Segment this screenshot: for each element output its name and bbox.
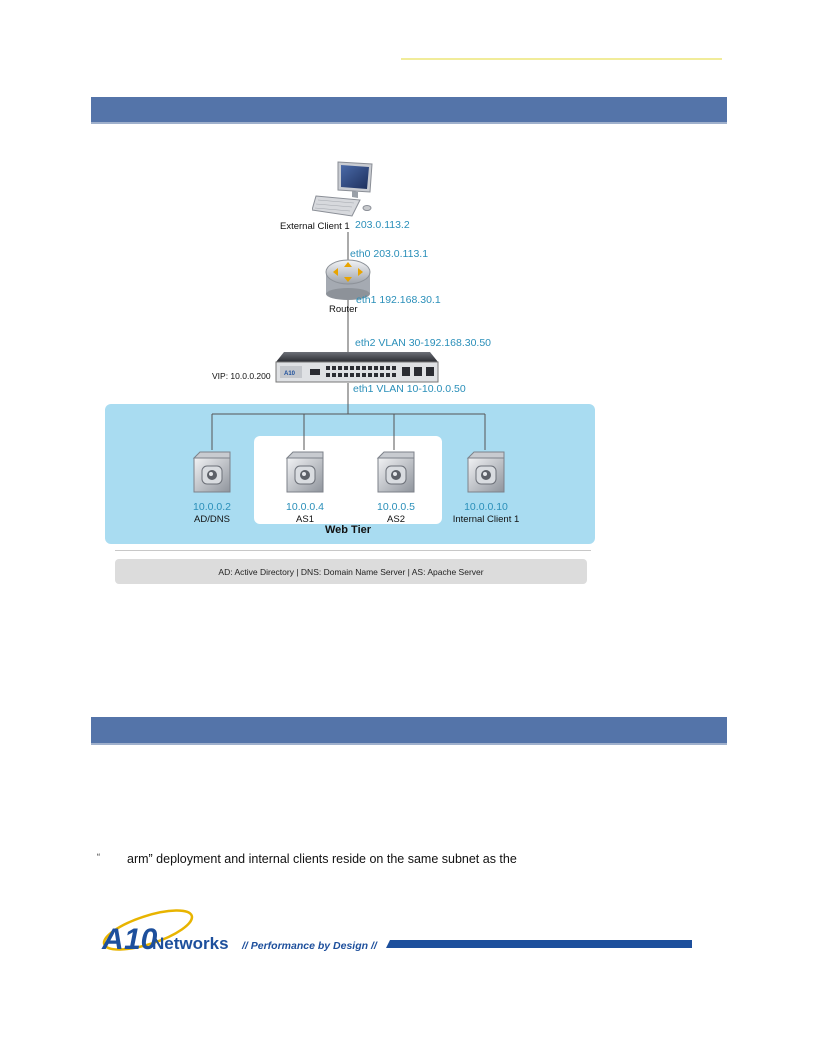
server-ip: 10.0.0.2 xyxy=(193,501,231,513)
server-as1: 10.0.0.4 AS1 xyxy=(255,450,355,525)
router-eth1-label: eth1 192.168.30.1 xyxy=(356,294,441,306)
logo-networks: Networks xyxy=(152,934,229,953)
header-rule xyxy=(401,58,722,60)
server-ad-dns: 10.0.0.2 AD/DNS xyxy=(162,450,262,525)
server-icon xyxy=(376,451,415,493)
network-diagram: External Client 1 203.0.113.2 eth0 203.0… xyxy=(105,161,595,584)
diagram-redraw-lines xyxy=(211,404,486,450)
server-ip: 10.0.0.4 xyxy=(286,501,324,513)
adc-appliance-icon: A10 xyxy=(275,352,439,383)
server-name: AS1 xyxy=(296,514,314,525)
legend-divider xyxy=(115,550,591,551)
section-header-band-bottom xyxy=(91,717,727,745)
section-header-band-top xyxy=(91,97,727,124)
adc-eth1-label: eth1 VLAN 10-10.0.0.50 xyxy=(353,383,466,395)
server-as2: 10.0.0.5 AS2 xyxy=(346,450,446,525)
server-name: AS2 xyxy=(387,514,405,525)
svg-text:A10: A10 xyxy=(284,371,296,377)
adc-eth2-label: eth2 VLAN 30-192.168.30.50 xyxy=(355,337,492,349)
legend-text: AD: Active Directory | DNS: Domain Name … xyxy=(218,566,484,577)
server-ip: 10.0.0.5 xyxy=(377,501,415,513)
body-paragraph: “ arm” deployment and internal clients re… xyxy=(97,852,517,866)
external-client-ip: 203.0.113.2 xyxy=(355,219,410,231)
web-tier-label: Web Tier xyxy=(324,524,372,536)
router-icon xyxy=(325,259,371,300)
footer-logo: A 10 Networks // Performance by Design /… xyxy=(100,905,700,957)
adc-vip-label: VIP: 10.0.0.200 xyxy=(212,371,271,381)
router-eth0-label: eth0 203.0.113.1 xyxy=(350,248,429,260)
server-icon xyxy=(466,451,505,493)
computer-icon xyxy=(312,161,373,217)
server-ip: 10.0.0.10 xyxy=(464,501,508,513)
body-text-line: arm” deployment and internal clients res… xyxy=(127,852,517,866)
server-internal-client: 10.0.0.10 Internal Client 1 xyxy=(436,450,536,525)
external-client-name: External Client 1 xyxy=(280,221,350,232)
logo-num: 10 xyxy=(124,923,158,956)
server-icon xyxy=(285,451,324,493)
legend-bar: AD: Active Directory | DNS: Domain Name … xyxy=(115,559,587,584)
logo-a: A xyxy=(101,923,124,956)
server-name: AD/DNS xyxy=(194,514,230,525)
server-name: Internal Client 1 xyxy=(452,514,520,525)
a10-networks-logo: A 10 Networks // Performance by Design /… xyxy=(101,909,692,956)
router-name: Router xyxy=(329,304,358,315)
server-icon xyxy=(192,451,231,493)
logo-tagline: // Performance by Design // xyxy=(241,940,378,952)
quote-mark: “ xyxy=(97,852,100,862)
